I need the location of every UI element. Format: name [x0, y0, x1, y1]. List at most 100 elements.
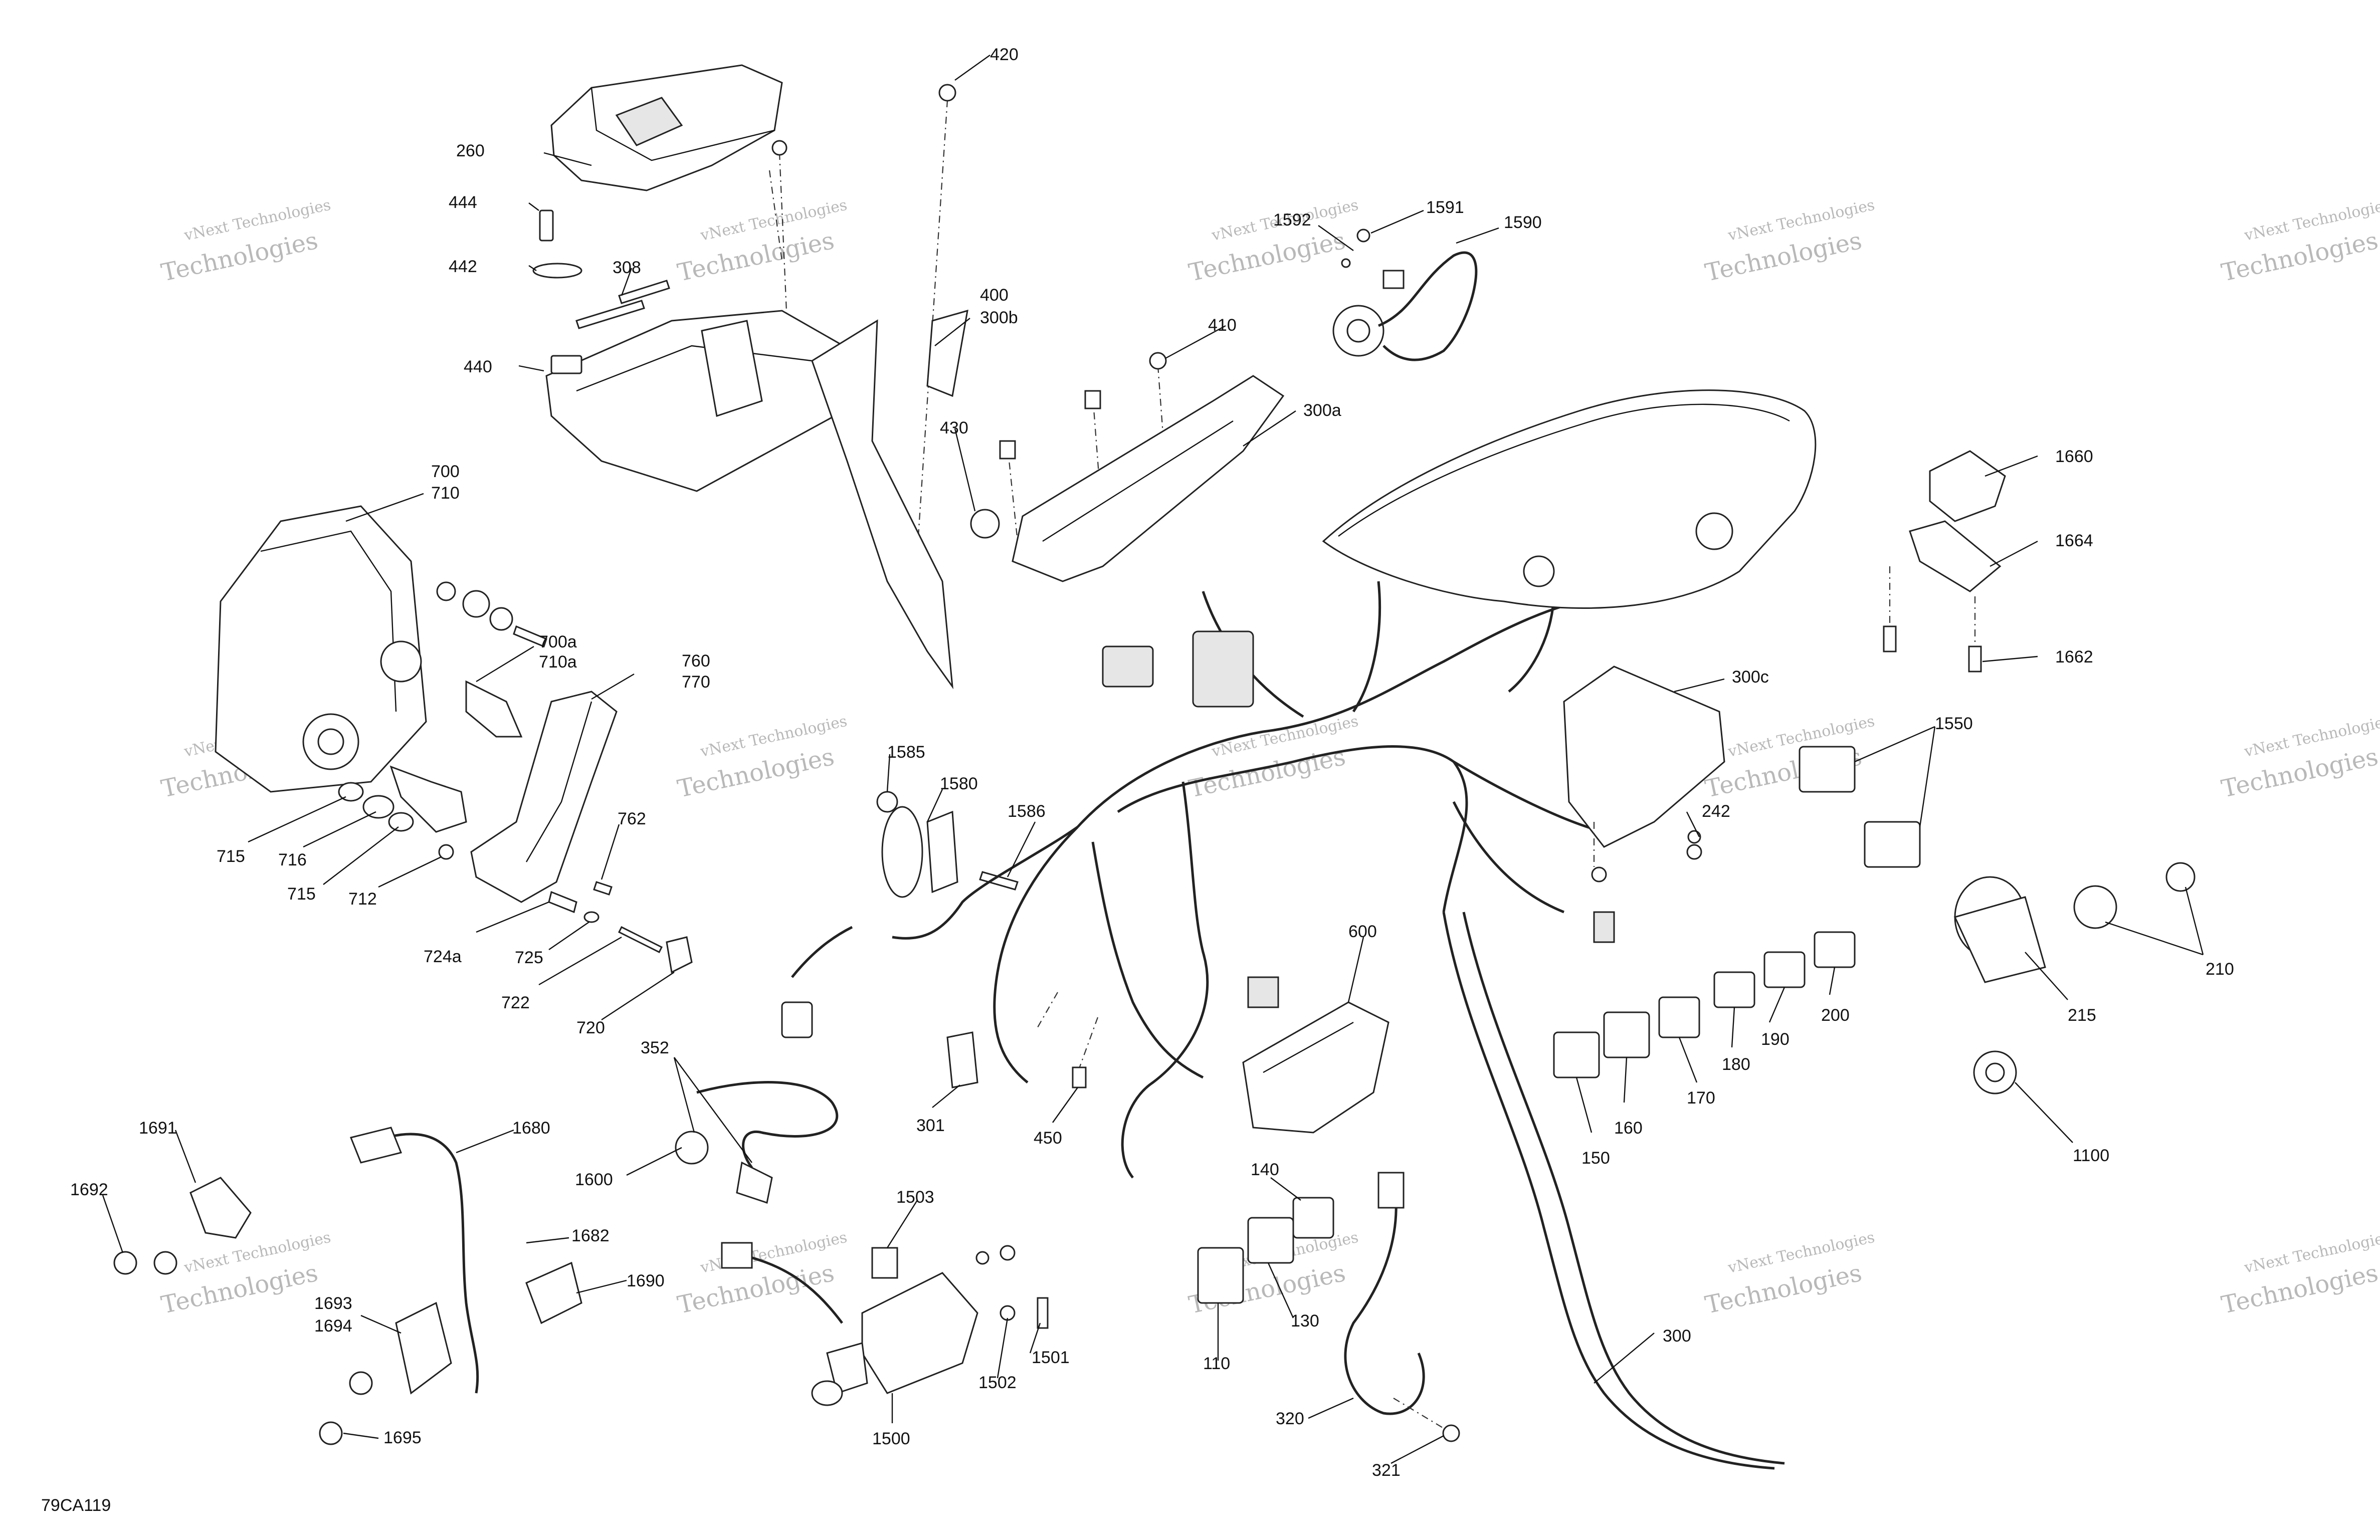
callout-label: 1100: [2073, 1146, 2109, 1165]
callout-label: 1660: [2055, 447, 2093, 466]
callout-label: 200: [1821, 1006, 1850, 1025]
callout-label: 110: [1203, 1354, 1230, 1373]
callout-label: 260: [456, 141, 485, 160]
callout-label: 1682: [571, 1226, 610, 1245]
callout-label: 410: [1208, 316, 1237, 335]
bracket-760-drawing: [470, 691, 618, 903]
callout-label: 442: [449, 257, 477, 276]
callout-label: 1662: [2055, 647, 2093, 667]
watermark-text: Technologies: [675, 227, 837, 287]
watermark: vNext Technologies Technologies: [159, 196, 332, 287]
watermark-text: Technologies: [675, 743, 837, 803]
callout-label: 1502: [978, 1373, 1017, 1392]
callout-label: 715: [217, 847, 245, 866]
callout-label: 1585: [887, 743, 925, 762]
callout-label: 1680: [512, 1119, 550, 1138]
callout-label: 762: [618, 809, 646, 828]
callout-label: 1550: [1935, 714, 1973, 733]
callout-label: 150: [1581, 1149, 1610, 1168]
callout-label: 420: [990, 45, 1019, 64]
watermark: vNext Technologies Technologies: [1186, 196, 1360, 287]
callout-label: 450: [1034, 1129, 1062, 1148]
callout-label: 1580: [940, 774, 978, 793]
callout-label: 300b: [980, 308, 1018, 327]
watermark: vNext Technologies Technologies: [2219, 196, 2380, 287]
callout-label: 440: [464, 357, 492, 376]
callout-label: 300: [1663, 1327, 1691, 1346]
callout-label: 710: [431, 484, 460, 503]
bracket-300a-drawing: [1012, 375, 1285, 582]
callout-label: 140: [1251, 1160, 1279, 1179]
callout-label: 1586: [1008, 802, 1046, 821]
callout-label: 716: [278, 850, 307, 869]
watermark-text: Technologies: [1186, 743, 1348, 803]
part-drawings: [113, 64, 2196, 1470]
callout-label: 301: [916, 1116, 945, 1135]
callout-label: 600: [1348, 922, 1377, 941]
callout-label: 1501: [1032, 1348, 1070, 1367]
callout-label: 770: [682, 673, 710, 692]
callout-label: 1592: [1273, 210, 1311, 230]
callout-label: 1590: [1504, 213, 1542, 232]
callout-label: 210: [2206, 960, 2234, 979]
watermark-text: Technologies: [159, 227, 320, 287]
callout-label: 710a: [539, 652, 577, 672]
callout-label: 242: [1702, 802, 1730, 821]
callout-label: 215: [2068, 1006, 2096, 1025]
callout-label: 444: [449, 193, 477, 212]
callout-label: 1664: [2055, 531, 2093, 550]
callout-label: 1600: [575, 1170, 613, 1189]
watermark: vNext Technologies Technologies: [2219, 713, 2380, 803]
watermark: vNext Technologies Technologies: [675, 196, 849, 287]
sensor-1590-drawing: [1332, 229, 1478, 361]
watermark: vNext Technologies Technologies: [1703, 1229, 1876, 1319]
callout-label: 1694: [314, 1316, 352, 1336]
callout-label: 190: [1761, 1030, 1790, 1049]
callout-labels: 420 260 444 442 308 440 400 300b 410 300…: [70, 45, 2234, 1480]
cover-260-drawing: [550, 64, 783, 191]
horn-1580-drawing: [876, 791, 1019, 898]
callout-label: 700a: [539, 632, 577, 651]
headlight-700-drawing: [215, 505, 427, 793]
callout-label: 724a: [424, 947, 462, 966]
callout-label: 300a: [1303, 401, 1341, 420]
callout-label: 1690: [627, 1271, 665, 1290]
watermark: vNext Technologies Technologies: [1186, 713, 1360, 803]
callout-label: 400: [980, 286, 1009, 305]
callout-label: 725: [515, 948, 543, 967]
callout-label: 300c: [1732, 668, 1769, 687]
watermark-text: Technologies: [2219, 227, 2380, 287]
callout-label: 722: [501, 993, 530, 1012]
watermark-text: Technologies: [2219, 743, 2380, 803]
watermark-text: Technologies: [2219, 1259, 2380, 1319]
callout-label: 321: [1372, 1461, 1401, 1480]
callout-label: 712: [348, 890, 377, 909]
callout-label: 700: [431, 462, 460, 481]
callout-label: 720: [576, 1018, 605, 1037]
callout-label: 1693: [314, 1294, 352, 1313]
callout-label: 308: [613, 258, 641, 277]
harness-300-drawing: [791, 581, 1785, 1470]
diagram-code: 79CA119: [41, 1496, 111, 1515]
callout-label: 1591: [1426, 198, 1464, 217]
watermark-text: Technologies: [159, 1259, 320, 1319]
watermark-text: Technologies: [1703, 227, 1864, 287]
watermark: vNext Technologies Technologies: [1703, 713, 1876, 803]
tray-400-drawing: [545, 309, 968, 690]
callout-label: 1691: [139, 1119, 177, 1138]
watermark: vNext Technologies Technologies: [159, 1229, 332, 1319]
leader-lines: [102, 55, 2204, 1464]
callout-label: 1503: [896, 1188, 934, 1207]
callout-label: 320: [1276, 1409, 1304, 1428]
callout-label: 180: [1722, 1055, 1750, 1074]
watermark-text: Technologies: [1186, 227, 1348, 287]
callout-label: 160: [1614, 1119, 1643, 1138]
watermark: vNext Technologies Technologies: [675, 713, 849, 803]
callout-label: 715: [287, 885, 316, 904]
callout-label: 1695: [383, 1428, 422, 1447]
actuator-1500-drawing: [721, 1242, 978, 1406]
watermark: vNext Technologies Technologies: [2219, 1229, 2380, 1319]
callout-label: 130: [1291, 1311, 1319, 1331]
callout-label: 1692: [70, 1180, 108, 1199]
